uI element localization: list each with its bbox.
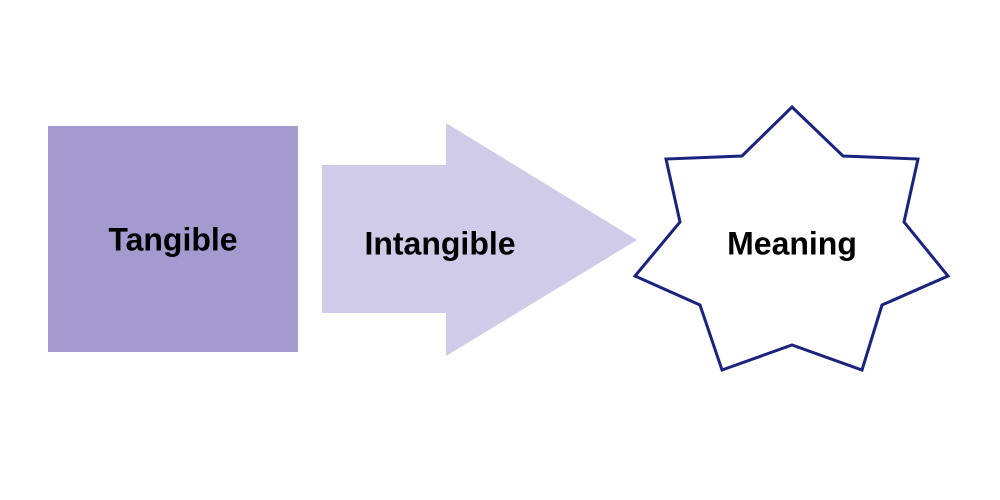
meaning-label: Meaning xyxy=(727,225,857,262)
meaning-star xyxy=(632,104,951,372)
tangible-label: Tangible xyxy=(108,221,238,258)
intangible-arrow xyxy=(322,123,637,356)
tangible-square xyxy=(48,126,298,352)
intangible-label: Intangible xyxy=(364,225,516,262)
